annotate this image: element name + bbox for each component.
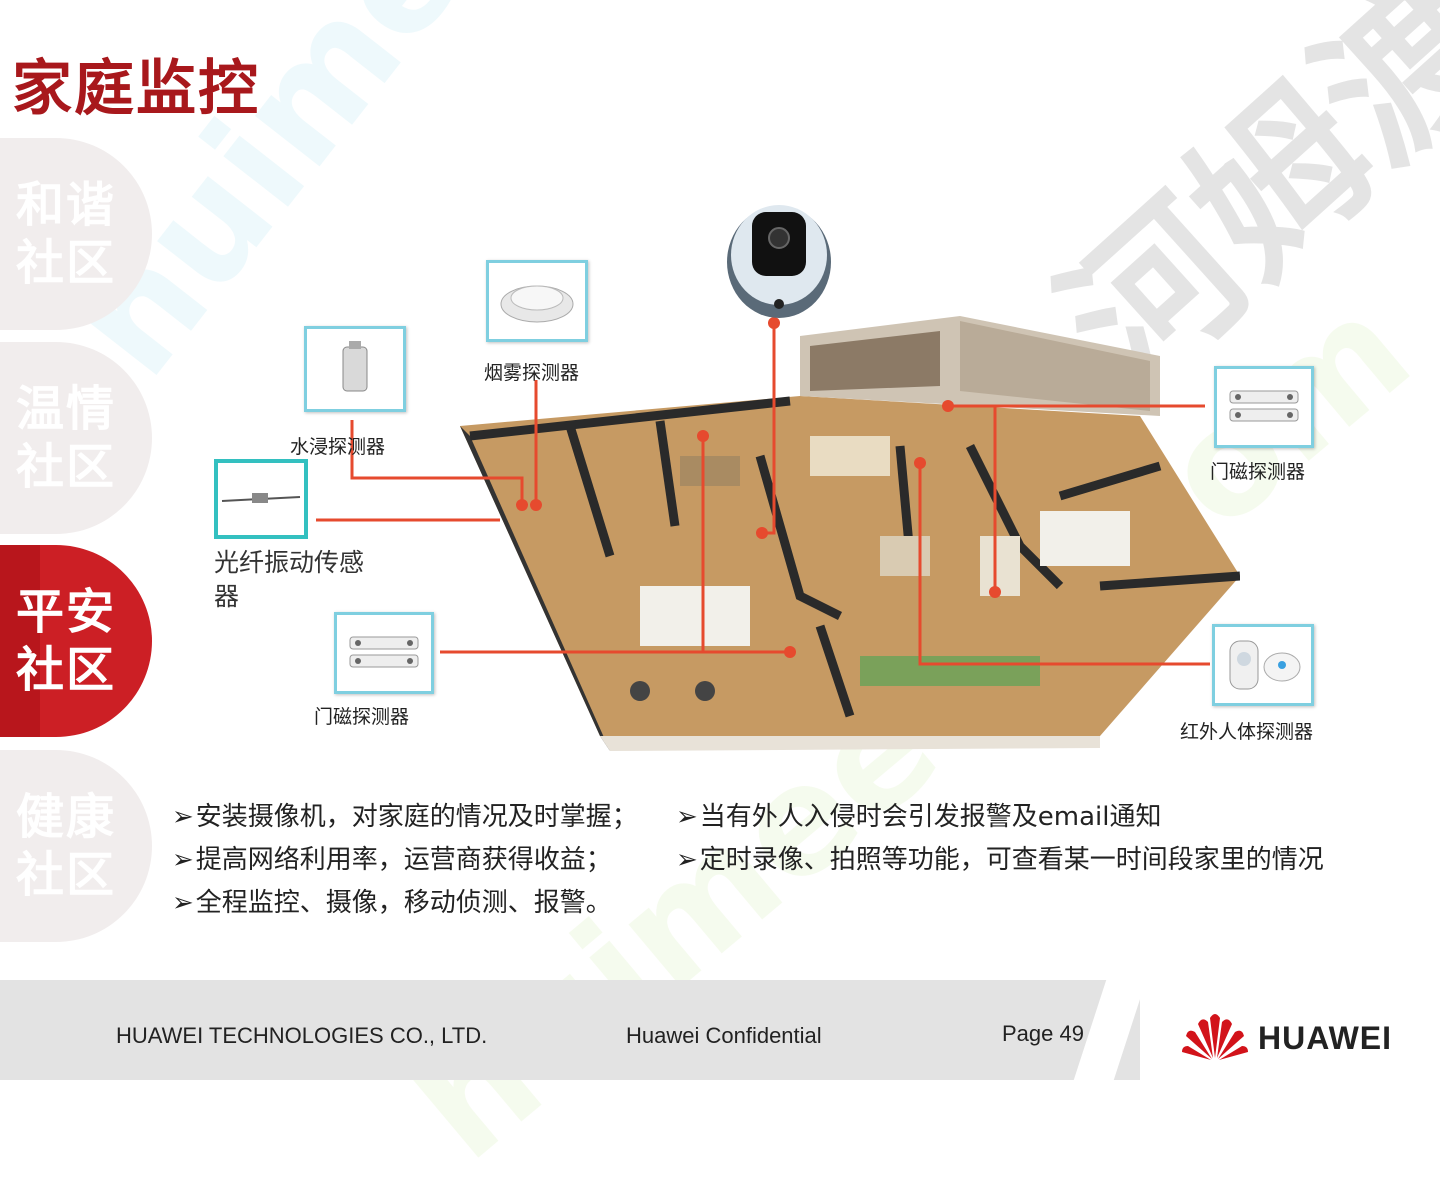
footer [0,980,1440,1080]
bullet-item: 安装摄像机，对家庭的情况及时掌握； [172,796,638,839]
page-title: 家庭监控 [12,54,260,124]
tab-label: 平安社区 [16,584,117,698]
footer-company: HUAWEI TECHNOLOGIES CO., LTD. [116,1023,488,1048]
huawei-logo-icon [1182,1014,1248,1060]
door-magnet-icon [349,636,419,668]
tab-harmony-community[interactable]: 和谐社区 [0,138,152,330]
fiber-sensor-label: 光纤振动传感器 [214,548,365,611]
smoke-detector-label: 烟雾探测器 [484,362,580,384]
bullet-item: 当有外人入侵时会引发报警及email通知 [676,796,1324,839]
infrared-sensor-icon [1229,640,1301,690]
door-sensor-right-device [1214,366,1314,448]
water-sensor-device [304,326,406,412]
smoke-detector-device [486,260,588,342]
door-sensor-right-label: 门磁探测器 [1210,461,1306,483]
door-sensor-left-device [334,612,434,694]
camera-icon [727,205,831,318]
tab-health-community[interactable]: 健康社区 [0,750,152,942]
footer-page-number: Page 49 [1002,1021,1084,1046]
water-sensor-label: 水浸探测器 [290,436,386,458]
tab-label: 温情社区 [16,381,117,495]
footer-brand-panel [1140,980,1440,1080]
smoke-detector-icon [500,285,574,323]
footer-confidential: Huawei Confidential [626,1023,822,1048]
door-sensor-left-label: 门磁探测器 [314,706,410,728]
tab-label: 健康社区 [16,789,117,903]
tab-label: 和谐社区 [16,177,117,291]
fiber-sensor-icon [221,493,301,503]
bullet-item: 全程监控、摄像，移动侦测、报警。 [172,882,638,925]
tab-safe-community[interactable]: 平安社区 [0,545,152,737]
bullet-item: 提高网络利用率，运营商获得收益； [172,839,638,882]
bullet-item: 定时录像、拍照等功能，可查看某一时间段家里的情况 [676,839,1324,882]
infrared-sensor-device [1212,624,1314,706]
water-sensor-icon [342,341,368,392]
infrared-sensor-label: 红外人体探测器 [1180,721,1314,743]
bullets-left: 安装摄像机，对家庭的情况及时掌握； 提高网络利用率，运营商获得收益； 全程监控、… [172,796,638,925]
tab-warm-community[interactable]: 温情社区 [0,342,152,534]
fiber-sensor-device [214,459,308,539]
huawei-brand-text: HUAWEI [1258,1020,1392,1056]
door-magnet-icon [1229,390,1299,422]
bullets-right: 当有外人入侵时会引发报警及email通知 定时录像、拍照等功能，可查看某一时间段… [676,796,1324,882]
footer-stripe [1073,980,1147,1080]
